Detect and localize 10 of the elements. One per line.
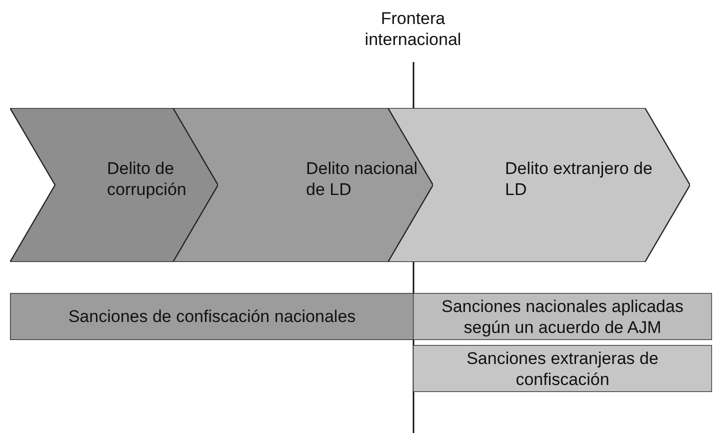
sanction-label: Sanciones extranjeras de confiscación — [466, 348, 660, 390]
stage-label: Delito de corrupción — [107, 158, 188, 200]
stage-label: Delito nacional de LD — [306, 158, 419, 200]
bar-shape — [10, 293, 414, 340]
bar-shape — [413, 293, 712, 340]
bar-shape — [413, 345, 712, 392]
sanction-label: Sanciones nacionales aplicadas según un acuerdo de AJM — [440, 296, 684, 338]
sanction-label: Sanciones de confiscación nacionales — [67, 306, 357, 328]
stage-label: Delito extranjero de LD — [505, 158, 654, 200]
chevron-shape — [10, 108, 218, 262]
